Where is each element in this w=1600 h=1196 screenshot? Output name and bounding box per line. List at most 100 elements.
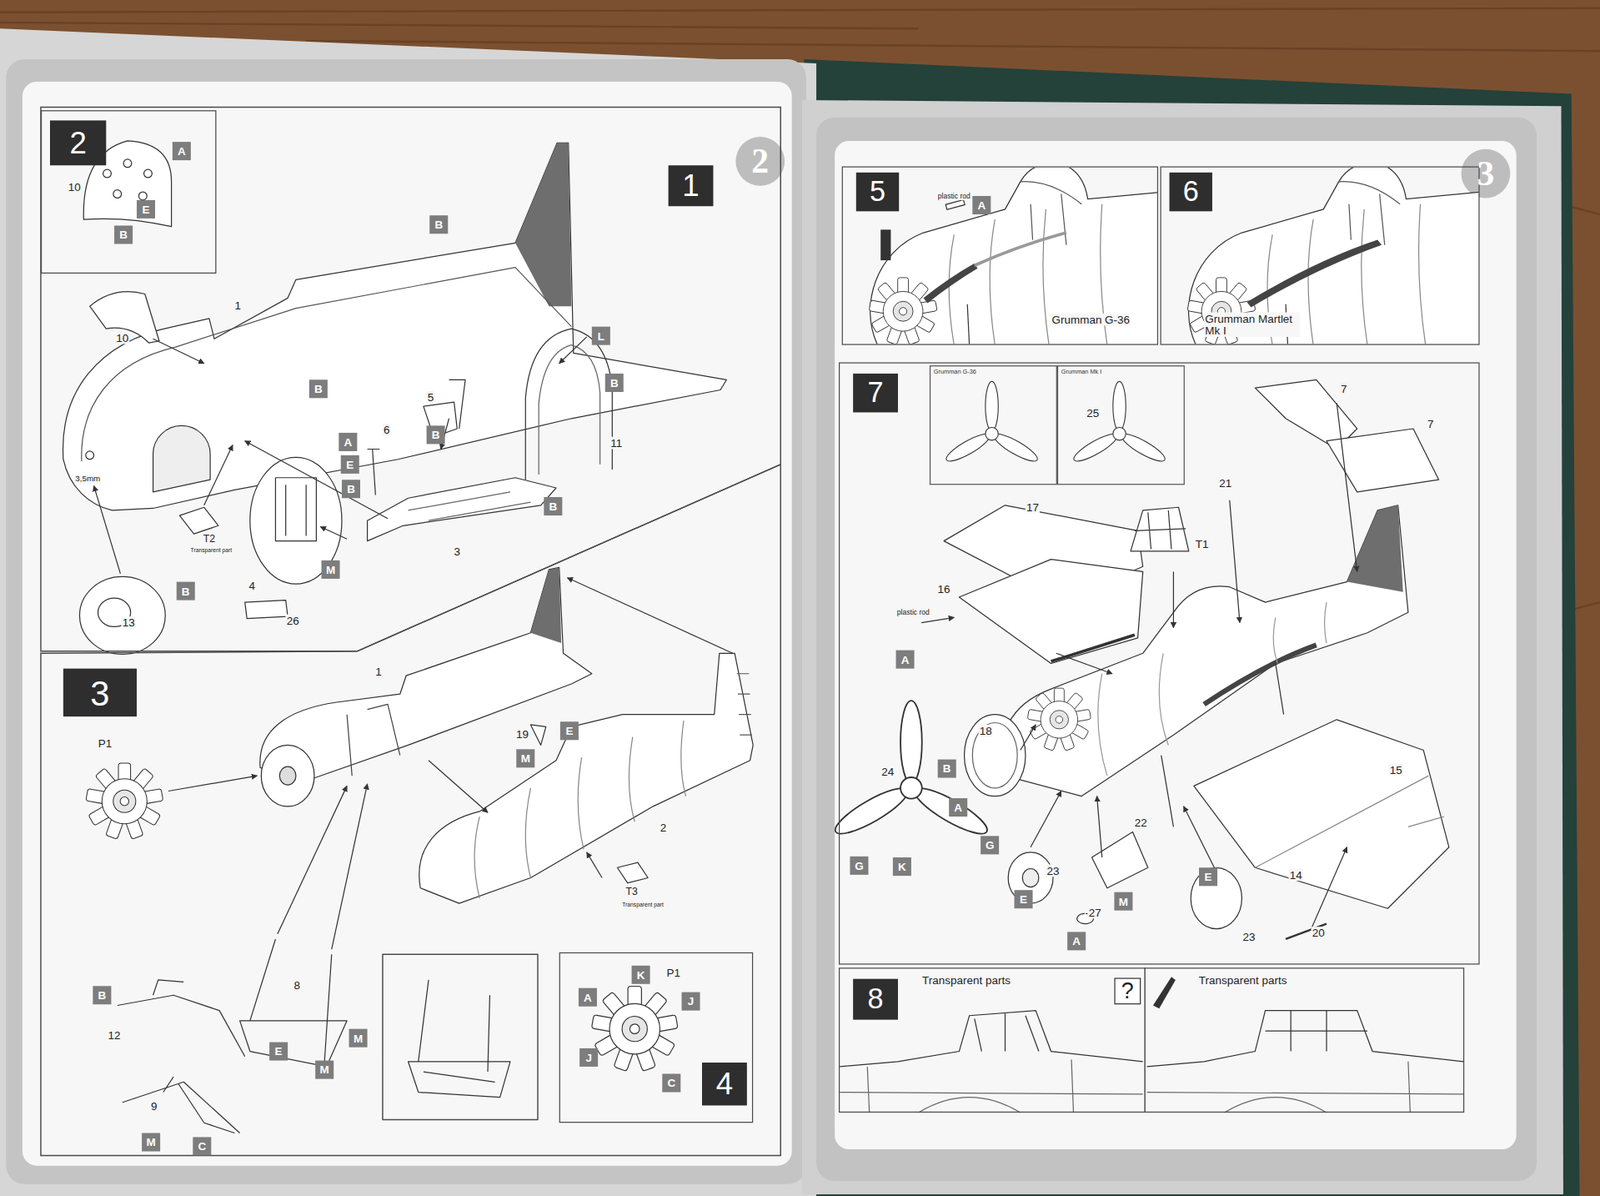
step-number: 7	[852, 373, 898, 413]
step-number: 6	[1169, 172, 1213, 212]
part-letter: M	[326, 563, 336, 575]
part-letter: E	[275, 1045, 283, 1057]
part-letter-tag: B	[176, 581, 196, 601]
callout-label: 19	[515, 727, 530, 741]
right-sheet	[1461, 149, 1511, 199]
step-5-6-artwork	[923, 263, 979, 304]
callout-label: Transparent parts	[921, 973, 1012, 986]
callout-label: P1	[97, 737, 114, 750]
part-letter-tag: E	[136, 200, 156, 219]
callout-label: T2	[202, 532, 217, 544]
callout-label: 11	[609, 436, 623, 450]
callout-label: 20	[1310, 926, 1325, 939]
step-5-6-artwork	[880, 229, 891, 261]
step-7-artwork	[942, 381, 1040, 466]
part-letter-tag: M	[315, 1060, 334, 1079]
callout-label: 23	[1045, 864, 1060, 878]
step-3-artwork	[586, 852, 602, 878]
part-letter-tag: A	[948, 797, 968, 817]
step-5-6-artwork	[868, 167, 1158, 345]
callout-label: 1	[374, 665, 383, 678]
step-5-6-artwork	[1187, 167, 1479, 345]
step-7-artwork	[972, 722, 1018, 788]
callout-label: 8	[292, 978, 301, 992]
step-3-artwork	[331, 783, 368, 949]
callout-label: 23	[1241, 930, 1256, 943]
step-1-artwork	[367, 448, 381, 495]
callout-label: 24	[880, 765, 895, 778]
step-3-artwork	[277, 785, 347, 933]
step-7-artwork	[1130, 506, 1189, 552]
question-mark: ?	[1121, 979, 1134, 1003]
left-sheet	[0, 28, 817, 1196]
part-letter: B	[610, 376, 619, 388]
part-letter-tag: B	[426, 425, 446, 444]
step-3-artwork	[117, 979, 246, 1057]
left-sheet	[5, 59, 807, 1184]
part-letter-tag: B	[605, 373, 624, 392]
part-letter-tag: B	[429, 215, 448, 234]
part-letter-tag: B	[543, 496, 562, 516]
callout-label: 15	[1389, 762, 1404, 776]
step-7-artwork	[1254, 775, 1444, 868]
part-letter-tag: L	[591, 326, 611, 346]
step-8-artwork	[1265, 1010, 1368, 1052]
step-7-artwork	[1336, 402, 1357, 572]
step-7-artwork	[958, 559, 1143, 664]
part-letter: B	[314, 383, 323, 395]
step-1-artwork	[103, 169, 112, 178]
callout-label: 3,5mm	[74, 475, 101, 485]
step-1-artwork	[245, 600, 288, 619]
step-7-artwork	[1097, 796, 1103, 858]
step-7-artwork	[1020, 724, 1036, 751]
part-letter-tag: J	[682, 992, 701, 1011]
part-letter-tag: M	[321, 560, 341, 579]
step-5-6-artwork	[1187, 167, 1479, 345]
part-letter-tag: A	[172, 141, 191, 161]
callout-label: 1	[233, 299, 242, 312]
step-3-artwork	[346, 703, 401, 776]
step-5-6-artwork	[868, 167, 1158, 345]
step-7-artwork	[1229, 500, 1240, 623]
part-letter: B	[119, 229, 128, 241]
step-7-artwork	[1311, 847, 1348, 929]
step-3-artwork	[85, 762, 164, 839]
step-1-artwork	[123, 159, 132, 168]
step-7-artwork	[1070, 381, 1168, 466]
step-3-artwork	[122, 1076, 241, 1133]
part-letter: M	[1118, 895, 1129, 907]
step-1-artwork	[85, 451, 95, 460]
step-8-artwork	[1143, 967, 1145, 1113]
step-1-artwork	[79, 576, 166, 654]
step-3-artwork	[279, 766, 296, 785]
step-1-artwork	[204, 445, 233, 506]
part-letter: A	[977, 199, 986, 211]
page-number: 2	[750, 141, 770, 181]
part-letter: K	[636, 968, 646, 980]
part-letter-tag: E	[1198, 867, 1218, 886]
step-7-artwork	[1173, 571, 1174, 627]
part-letter: L	[597, 330, 605, 342]
step-3-artwork	[591, 985, 678, 1071]
part-letter-tag: E	[269, 1042, 288, 1061]
step-1-artwork	[153, 338, 205, 363]
part-letter: C	[667, 1077, 676, 1089]
step-1-artwork	[153, 425, 211, 492]
step-7-artwork	[1183, 806, 1215, 868]
part-letter: B	[181, 585, 191, 597]
part-letter-tag: B	[937, 759, 957, 778]
callout-label: 3	[452, 544, 462, 557]
step-1-artwork	[367, 477, 557, 542]
part-letter: E	[346, 458, 354, 470]
step-panel: EMBEMMMCAKJJC43	[40, 464, 781, 1156]
right-sheet	[834, 140, 1517, 1149]
callout-label: 21	[1218, 476, 1233, 489]
callout-label: P1	[665, 966, 682, 979]
part-letter-tag: M	[516, 748, 535, 768]
part-letter-tag: A	[896, 650, 915, 669]
step-1-artwork	[538, 345, 600, 475]
step-1-artwork	[408, 491, 532, 521]
step-number: 4	[702, 1062, 748, 1105]
step-3-artwork	[474, 720, 686, 898]
